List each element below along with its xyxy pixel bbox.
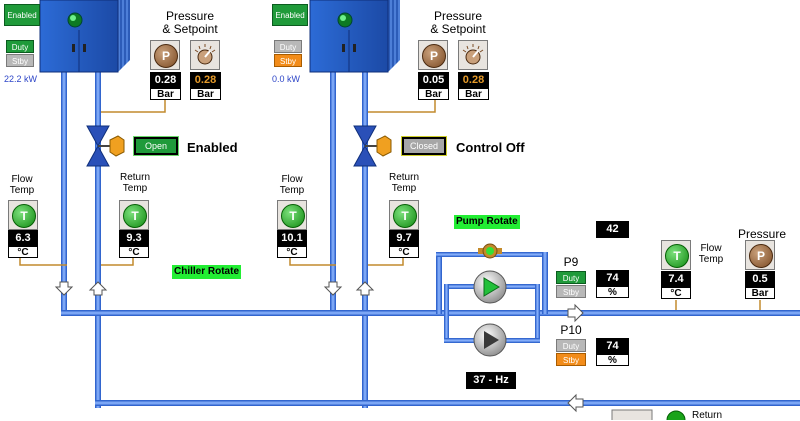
thermometer-icon: T: [281, 204, 305, 228]
pipe-c1-flow: [61, 68, 67, 313]
pump-p10-value: 74: [596, 338, 629, 354]
pump-p10-name: P10: [560, 323, 582, 337]
chiller-2-flow-unit: °C: [277, 246, 307, 258]
chiller-1-pressure-gauge[interactable]: P: [150, 40, 180, 70]
pressure-icon: P: [154, 44, 178, 68]
pump-p9-unit: %: [596, 286, 629, 298]
pump-rotate-status[interactable]: Pump Rotate: [454, 215, 520, 229]
valve-2-icon: [353, 125, 392, 167]
chiller-1-return-value: 9.3: [119, 230, 149, 246]
chiller-1-stby-button[interactable]: Stby: [6, 54, 34, 67]
header-pressure-unit: Bar: [745, 287, 775, 299]
chiller-1-return-gauge[interactable]: T: [119, 200, 149, 230]
chiller-2-pressure-title: Pressure& Setpoint: [430, 9, 486, 36]
chiller-1-pressure-unit: Bar: [150, 88, 181, 100]
chiller-2-return-unit: °C: [389, 246, 419, 258]
pump-p10-stby-button[interactable]: Stby: [556, 353, 586, 366]
pressure-icon: P: [749, 244, 773, 268]
header-flow-unit: °C: [661, 287, 691, 299]
valve-1-status: Enabled: [187, 140, 238, 155]
header-flow-gauge[interactable]: T: [661, 240, 691, 270]
chiller-1-enabled-badge: Enabled: [4, 4, 40, 26]
valve-1-icon: [86, 125, 125, 167]
chiller-1-duty-button[interactable]: Duty: [6, 40, 34, 53]
arrow-right-icon: [567, 303, 584, 323]
chiller-1-flow-unit: °C: [8, 246, 38, 258]
chiller-2-power: 0.0 kW: [272, 74, 301, 84]
chiller-1-setpoint-gauge[interactable]: [190, 40, 220, 70]
valve-2-state-button[interactable]: Closed: [401, 136, 447, 156]
pump-p10-unit: %: [596, 354, 629, 366]
indicator-light-icon: [478, 243, 502, 259]
thermometer-icon: T: [123, 204, 147, 228]
chiller-1-unit: [39, 0, 130, 73]
chiller-2-pressure-value: 0.05: [418, 72, 449, 88]
chiller-rotate-status[interactable]: Chiller Rotate: [172, 265, 242, 279]
pipe-c2-return: [362, 68, 368, 408]
pressure-icon: P: [422, 44, 446, 68]
thermometer-icon: T: [393, 204, 417, 228]
pump-top-value: 42: [596, 221, 629, 238]
dial-icon: [462, 44, 484, 65]
chiller-2-flow-value: 10.1: [277, 230, 307, 246]
chiller-1-setpoint-unit: Bar: [190, 88, 221, 100]
chiller-1-flow-gauge[interactable]: T: [8, 200, 38, 230]
pump-p10-icon: [473, 323, 507, 357]
pump-p10-duty-button[interactable]: Duty: [556, 339, 586, 352]
arrow-up-icon: [88, 281, 375, 296]
header-pressure-gauge[interactable]: P: [745, 240, 775, 270]
chiller-2-setpoint-gauge[interactable]: [458, 40, 488, 70]
chiller-2-return-value: 9.7: [389, 230, 419, 246]
header-return-label: Return: [692, 410, 723, 421]
header-flow-value: 7.4: [661, 271, 691, 287]
dial-icon: [194, 44, 216, 65]
pipe-flow-header: [61, 310, 800, 316]
header-pressure-label: Pressure: [737, 227, 787, 241]
chiller-1-pressure-value: 0.28: [150, 72, 181, 88]
chiller-2-duty-button[interactable]: Duty: [274, 40, 302, 53]
thermometer-icon: T: [665, 244, 689, 268]
chiller-2-setpoint-value: 0.28: [458, 72, 489, 88]
chiller-1-setpoint-value: 0.28: [190, 72, 221, 88]
chiller-2-enabled-badge: Enabled: [272, 4, 308, 26]
thermometer-icon: T: [12, 204, 36, 228]
chiller-2-stby-button[interactable]: Stby: [274, 54, 302, 67]
pipe-c1-return: [95, 68, 101, 408]
chiller-2-return-gauge[interactable]: T: [389, 200, 419, 230]
pump-p9-icon: [473, 270, 507, 304]
valve-1-state-button[interactable]: Open: [133, 136, 179, 156]
chiller-1-flow-value: 6.3: [8, 230, 38, 246]
chiller-2-unit: [309, 0, 400, 73]
chiller-1-pressure-title: Pressure& Setpoint: [162, 9, 218, 36]
chiller-1-return-unit: °C: [119, 246, 149, 258]
pipe-return-header: [95, 400, 800, 406]
pump-frequency: 37 - Hz: [466, 372, 516, 389]
chiller-1-power: 22.2 kW: [4, 74, 38, 84]
valve-2-status: Control Off: [456, 140, 525, 155]
pump-p9-name: P9: [563, 255, 579, 269]
arrow-left-icon: [567, 393, 584, 413]
chiller-2-flow-gauge[interactable]: T: [277, 200, 307, 230]
arrow-down-icon: [54, 281, 343, 296]
chiller-2-pressure-gauge[interactable]: P: [418, 40, 448, 70]
chiller-2-pressure-unit: Bar: [418, 88, 449, 100]
pump-p9-stby-button[interactable]: Stby: [556, 285, 586, 298]
pipe-c2-flow: [330, 68, 336, 313]
pump-p9-duty-button[interactable]: Duty: [556, 271, 586, 284]
pump-p9-value: 74: [596, 270, 629, 286]
chiller-2-setpoint-unit: Bar: [458, 88, 489, 100]
header-pressure-value: 0.5: [745, 271, 775, 287]
